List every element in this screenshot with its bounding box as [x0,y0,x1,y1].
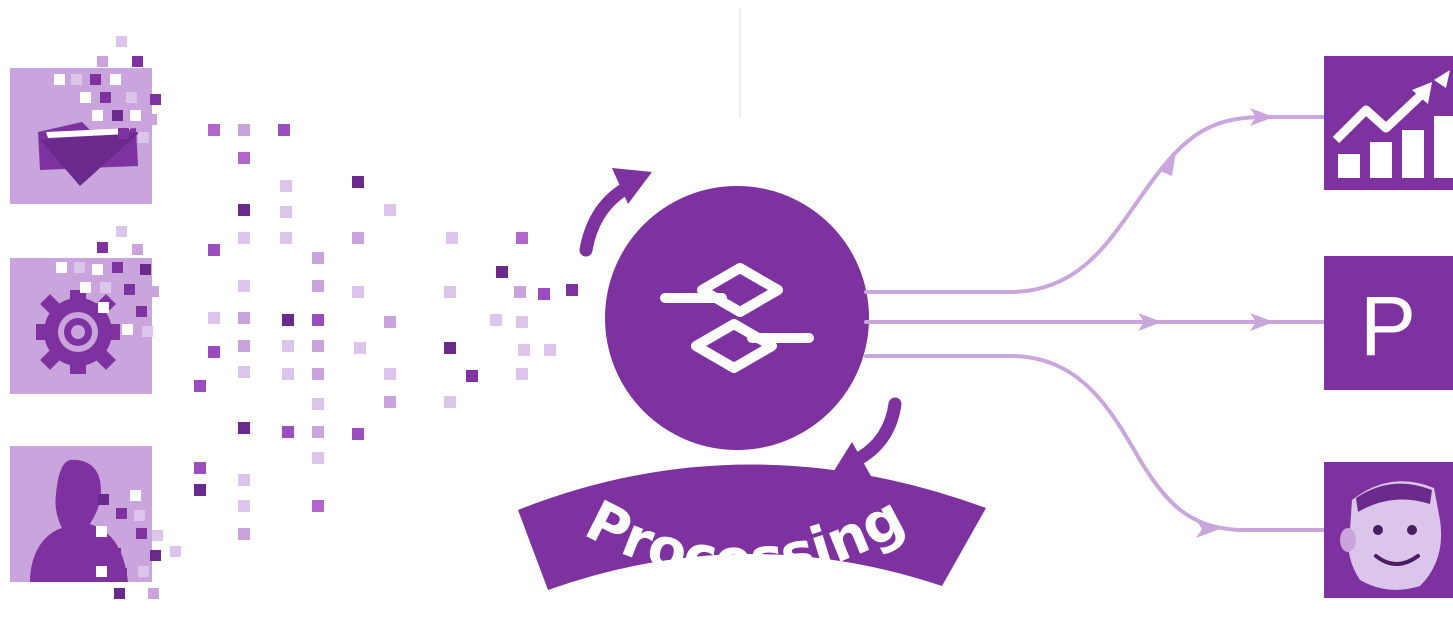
user-icon [30,459,128,582]
output-analytics-tile [1324,56,1453,190]
flow-arrowheads [1138,108,1274,538]
flow-arrowhead [1250,313,1274,331]
output-chimp-tile [1324,462,1453,598]
chimp-mascot-icon [1340,481,1442,590]
analytics-chart-icon [1332,70,1453,178]
p-logo-icon: P [1360,279,1416,373]
gear-icon [36,290,120,374]
flow-arrowhead [1250,108,1274,126]
flow-arrowhead [1138,313,1162,331]
folder-icon [38,122,140,186]
sync-icon [660,263,814,373]
cycle-arrow-top [579,168,652,257]
processing-banner: Processing [518,464,986,593]
flow-line-top [864,115,1326,294]
output-p-tile: P [1324,256,1453,390]
source-folder-tile [10,68,152,204]
scattered-data-pixels [54,36,578,599]
source-user-tile [10,446,152,582]
flow-arrowhead [1196,520,1220,538]
flow-arrowhead [1158,152,1176,176]
cycle-arrow-bottom [832,397,902,478]
processing-hub [605,186,869,450]
